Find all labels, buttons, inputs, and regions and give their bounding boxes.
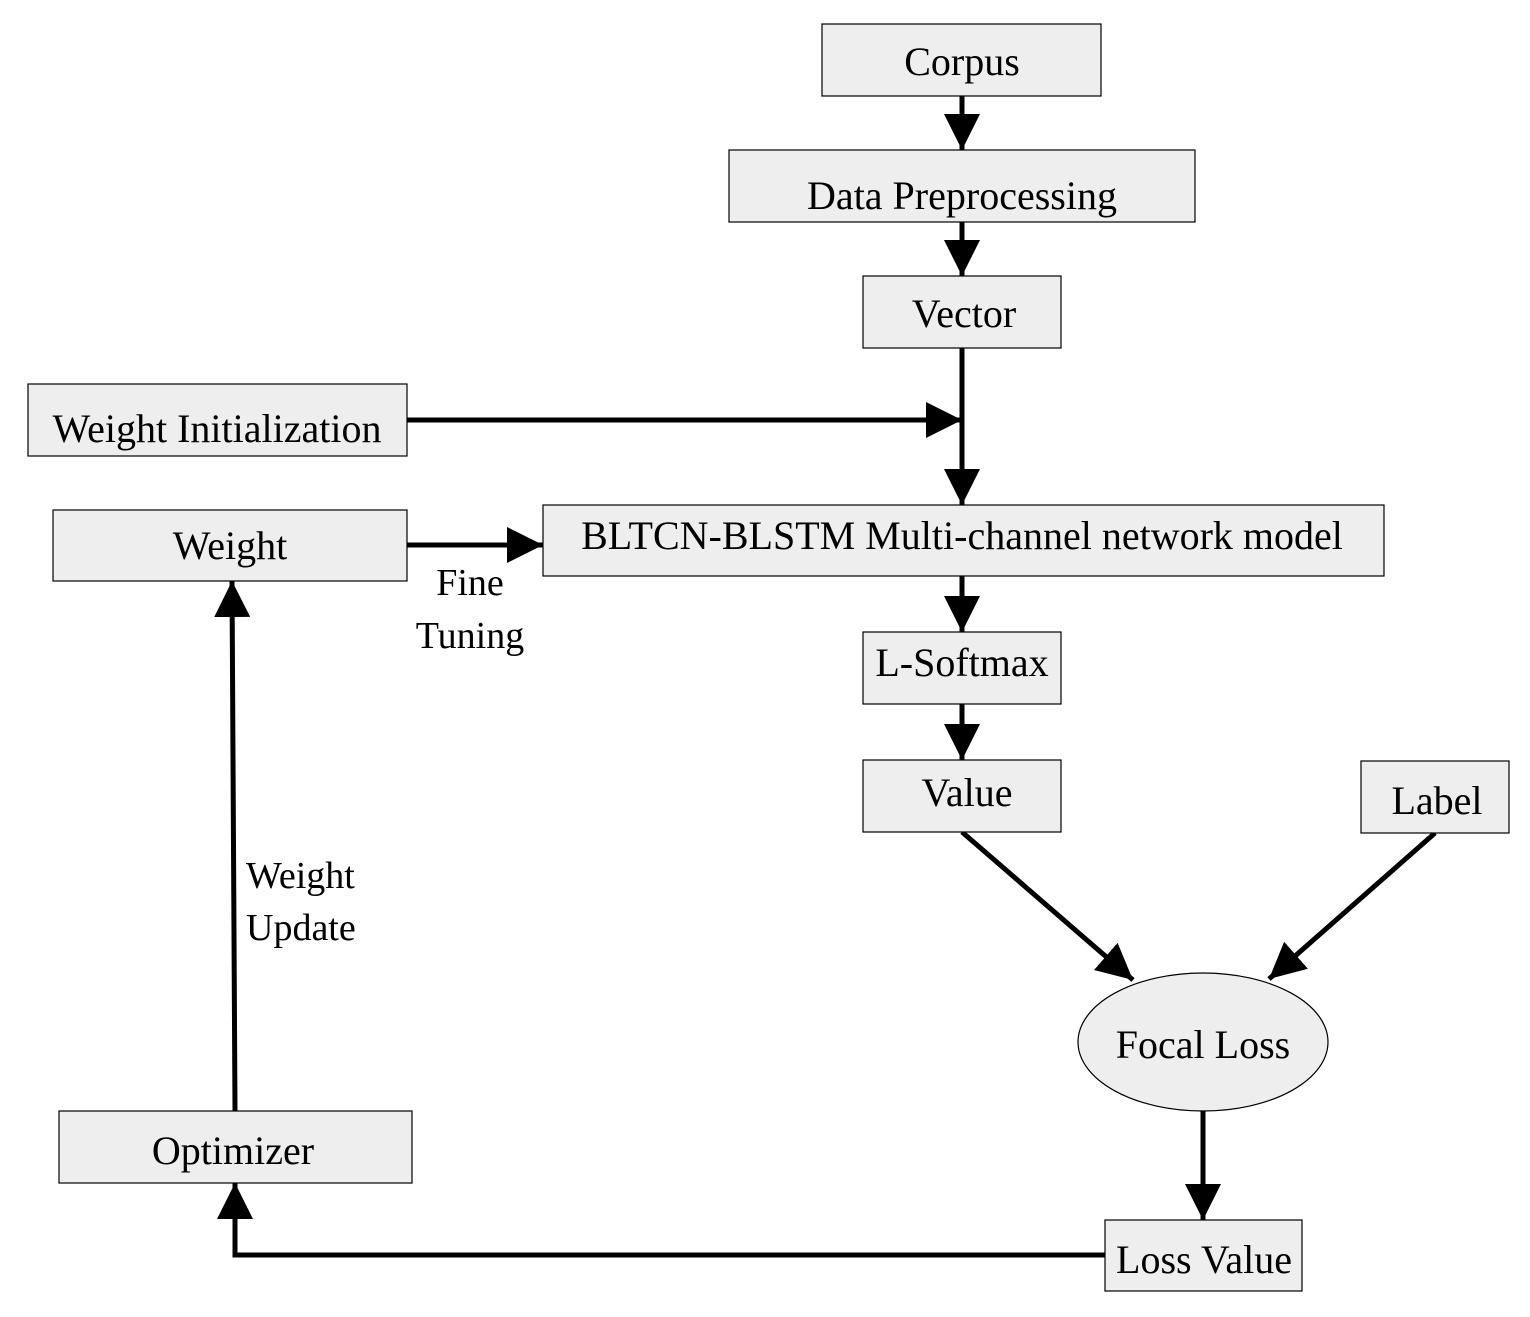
weight-update-label-line1: Weight [246, 855, 355, 897]
node-vector-label: Vector [912, 291, 1016, 336]
node-value-label: Value [921, 770, 1012, 815]
node-bltcn-blstm-model-label: BLTCN-BLSTM Multi-channel network model [581, 513, 1343, 558]
node-label-label: Label [1391, 778, 1482, 823]
fine-tuning-label-line1: Fine [436, 562, 504, 604]
node-l-softmax: L-Softmax [862, 631, 1062, 705]
arrow-value-to-focal-loss [960, 830, 1135, 982]
node-bltcn-blstm-model: BLTCN-BLSTM Multi-channel network model [542, 504, 1385, 577]
node-weight-label: Weight [173, 523, 288, 568]
arrow-label-to-focal-loss [1267, 831, 1437, 981]
node-label: Label [1360, 760, 1510, 834]
node-optimizer-label: Optimizer [152, 1128, 314, 1173]
node-corpus-label: Corpus [904, 39, 1020, 84]
node-vector: Vector [862, 275, 1062, 349]
weight-update-label-line2: Update [246, 907, 356, 949]
node-loss-value: Loss Value [1104, 1219, 1303, 1292]
arrow-loss-value-to-optimizer [217, 1183, 1105, 1258]
node-corpus: Corpus [821, 23, 1102, 97]
node-weight-initialization: Weight Initialization [27, 383, 408, 457]
node-weight: Weight [52, 509, 408, 582]
node-value: Value [862, 759, 1062, 833]
node-focal-loss: Focal Loss [1077, 972, 1329, 1112]
node-data-preprocessing: Data Preprocessing [728, 149, 1196, 223]
node-optimizer: Optimizer [58, 1110, 413, 1184]
node-weight-initialization-label: Weight Initialization [53, 406, 382, 451]
node-l-softmax-label: L-Softmax [875, 640, 1048, 685]
node-data-preprocessing-label: Data Preprocessing [807, 173, 1117, 218]
node-loss-value-label: Loss Value [1116, 1237, 1292, 1282]
arrow-optimizer-to-weight [214, 580, 251, 1112]
node-focal-loss-label: Focal Loss [1116, 1022, 1290, 1067]
fine-tuning-label-line2: Tuning [416, 615, 524, 657]
